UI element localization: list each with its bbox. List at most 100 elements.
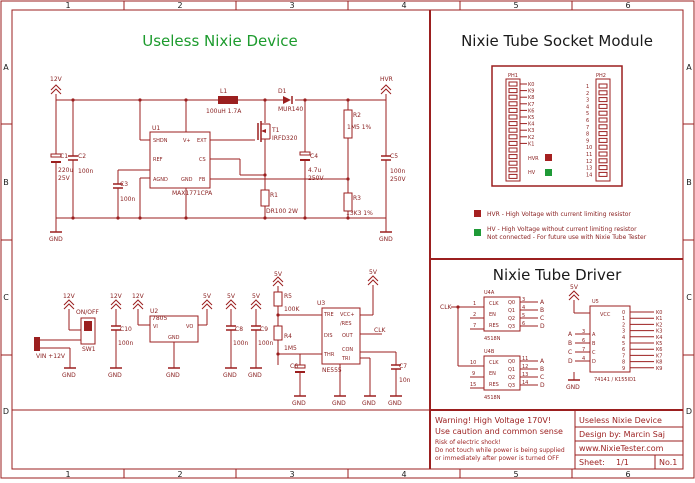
frame-col-2: 2 xyxy=(177,1,182,10)
ph2-pin-number: 13 xyxy=(586,166,592,172)
counter-output-number: 4 xyxy=(522,305,525,311)
u5-output-pin: 1 xyxy=(622,316,625,322)
u5-output-pin: 6 xyxy=(622,347,625,353)
c7-value: 10n xyxy=(399,377,411,384)
ph2-pin xyxy=(598,144,608,150)
r3-resistor xyxy=(343,192,353,212)
boost-gnd-right: GND xyxy=(379,236,393,243)
title-block-sheet-label: Sheet: xyxy=(579,458,605,467)
ph1-pin xyxy=(508,154,518,160)
ph2-pin-number: 9 xyxy=(586,138,589,144)
u1-pin-shdn: SHDN xyxy=(153,138,168,144)
c4-value-1: 4.7u xyxy=(308,167,322,174)
u1-pin-vplus: V+ xyxy=(183,138,191,144)
counter-output-number: 6 xyxy=(522,321,525,327)
boost-converter: 12V HVR GND GND xyxy=(49,76,406,243)
u1-pin-fb: FB xyxy=(199,177,206,183)
ph1-pin xyxy=(508,134,518,140)
u5-output-pin: 7 xyxy=(622,353,625,359)
u3-5v-label: 5V xyxy=(369,269,378,276)
u4a-pin-clk: CLK xyxy=(489,301,499,307)
ph1-pin xyxy=(508,94,518,100)
u1-part: MAX1771CPA xyxy=(172,190,213,197)
counter-output-label: Q0 xyxy=(508,300,515,306)
ph2-pin xyxy=(598,117,608,123)
c10-label: C10 xyxy=(120,326,132,333)
u4a-num-2: 2 xyxy=(473,312,476,318)
l1-label: L1 xyxy=(220,88,227,95)
title-block-name: Useless Nixie Device xyxy=(579,416,662,425)
u4b-num-9: 9 xyxy=(472,371,475,377)
ph1-pin-label: K2 xyxy=(528,135,534,141)
u5-pin-vcc: VCC xyxy=(600,312,611,318)
t1-label: T1 xyxy=(271,127,280,134)
u5-output-net: K6 xyxy=(656,347,662,353)
u1-pin-agnd: AGND xyxy=(153,177,168,183)
d1-label: D1 xyxy=(278,88,287,95)
supply-12v-symbol xyxy=(50,84,62,95)
c3-value: 100n xyxy=(120,196,135,203)
u5-gnd: GND xyxy=(566,384,580,391)
frame-col-3: 3 xyxy=(289,1,294,10)
u4a-num-1: 1 xyxy=(473,301,476,307)
u5-output-pin: 2 xyxy=(622,322,625,328)
r5-value: 100K xyxy=(284,306,300,313)
ph1-pin-label: K0 xyxy=(528,82,534,88)
u1-pin-gnd: GND xyxy=(181,177,193,183)
u2-5v-symbol xyxy=(201,299,213,310)
ph2-pin-number: 4 xyxy=(586,104,589,110)
u4b-pin-clk: CLK xyxy=(489,360,499,366)
ph2-label: PH2 xyxy=(596,73,606,79)
r5-resistor xyxy=(273,291,283,307)
counter-output-net: D xyxy=(540,382,545,389)
vin-label: VIN +12V xyxy=(36,353,66,360)
counter-output-number: 11 xyxy=(522,356,528,362)
c10-gnd: GND xyxy=(108,372,122,379)
u2-pin-gnd: GND xyxy=(168,335,180,341)
frame-row-a: A xyxy=(3,63,9,72)
frame-col-6-bottom: 6 xyxy=(625,470,630,479)
u5-output-net: K9 xyxy=(656,366,662,372)
c9-value: 100n xyxy=(258,340,273,347)
counter-output-label: Q0 xyxy=(508,359,515,365)
t1-mosfet xyxy=(257,100,271,190)
u5-label: U5 xyxy=(592,299,599,305)
main-title: Useless Nixie Device xyxy=(142,32,298,50)
c9-gnd: GND xyxy=(248,372,262,379)
r4-resistor xyxy=(273,325,283,341)
ph1-pin xyxy=(508,127,518,133)
u5-output-pin: 3 xyxy=(622,329,625,335)
u3-5v-symbol xyxy=(367,275,379,286)
u2-pin-vi: VI xyxy=(153,324,158,330)
u5-input-number: 7 xyxy=(582,347,585,353)
u2-12v-symbol xyxy=(132,299,144,310)
u5-output-net: K3 xyxy=(656,329,662,335)
socket-hvr-pin-label: HVR xyxy=(528,156,539,162)
u5-input-pin: A xyxy=(592,332,596,338)
r4-label: R4 xyxy=(284,333,292,340)
r4-value: 1M5 xyxy=(284,345,297,352)
ph2-pin-number: 1 xyxy=(586,84,589,90)
frame-col-5: 5 xyxy=(513,1,518,10)
c8-value: 100n xyxy=(233,340,248,347)
u5-input-number: 3 xyxy=(582,329,585,335)
frame-row-c-right: C xyxy=(686,293,692,302)
u3-clk-label: CLK xyxy=(374,327,387,334)
u3-pin-vcc: VCC+ xyxy=(340,312,355,318)
ph1-pin-label: K7 xyxy=(528,102,534,108)
u5-input-number: 6 xyxy=(582,338,585,344)
u3-pin-dis: DIS xyxy=(324,333,333,339)
u5-output-pin: 8 xyxy=(622,360,625,366)
c8-5v-symbol xyxy=(225,299,237,310)
c6-gnd: GND xyxy=(292,400,306,407)
frame-row-c: C xyxy=(3,293,9,302)
l1-value: 100uH 1.7A xyxy=(206,108,242,115)
u2-12v-label: 12V xyxy=(132,293,145,300)
u3-pin-res: /RES xyxy=(340,321,352,327)
legend-hv-2: Not connected - For future use with Nixi… xyxy=(487,234,647,241)
ph2-pin-number: 12 xyxy=(586,159,592,165)
legend-hv-1: HV - High Voltage without current limiti… xyxy=(487,226,637,233)
frame-col-3-bottom: 3 xyxy=(289,470,294,479)
ph1-pin xyxy=(508,121,518,127)
u3-pin-thr: THR xyxy=(323,352,335,358)
